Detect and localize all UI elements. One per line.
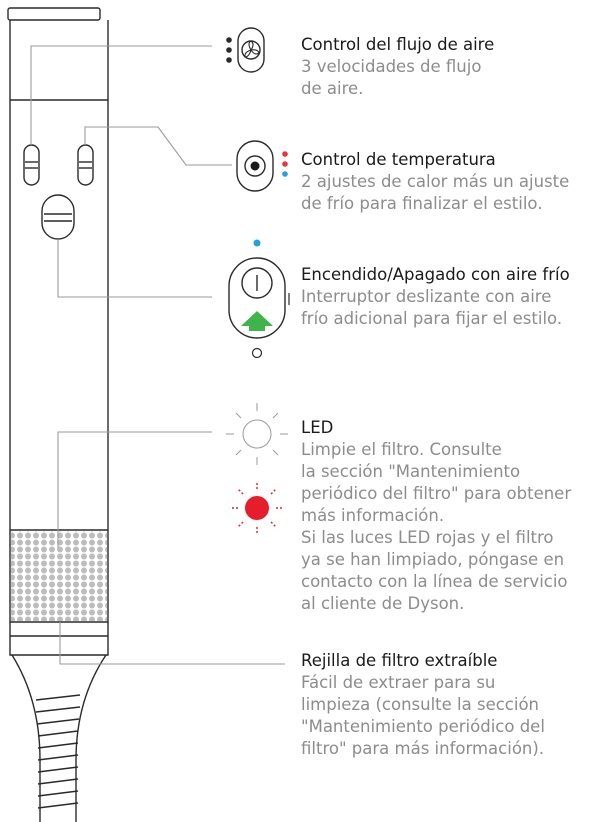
leader-temperature [84, 126, 232, 166]
desc-line: Fácil de extraer para su [301, 673, 496, 692]
desc-line: frío adicional para fijar el estilo. [301, 309, 563, 328]
feature-temperature-title: Control de temperatura [301, 150, 496, 169]
feature-airflow-desc: 3 velocidades de flujo de aire. [301, 56, 612, 100]
leader-airflow [30, 45, 212, 145]
airflow-control-icon [226, 27, 265, 73]
filter-grille [11, 531, 107, 621]
temperature-slider[interactable] [77, 144, 94, 186]
temperature-control-icon [236, 140, 288, 192]
cable-strain-relief [11, 654, 107, 822]
feature-led: LED Limpie el filtro. Consulte la secció… [301, 417, 612, 615]
heat-dot-1 [282, 151, 288, 157]
desc-line: contacto con la línea de servicio [301, 572, 568, 591]
desc-line: Si las luces LED rojas y el filtro [301, 528, 554, 547]
feature-airflow: Control del flujo de aire 3 velocidades … [301, 34, 612, 100]
airflow-slider[interactable] [23, 144, 40, 186]
leader-led [57, 431, 212, 548]
desc-line: la sección "Mantenimiento [301, 462, 521, 481]
desc-line: "Mantenimiento periódico del [301, 717, 545, 736]
feature-airflow-title: Control del flujo de aire [301, 35, 495, 54]
speed-dot-1 [226, 37, 232, 43]
desc-line: filtro" para más información). [301, 739, 545, 758]
power-slider[interactable] [41, 194, 75, 240]
feature-filter: Rejilla de filtro extraíble Fácil de ext… [301, 650, 612, 760]
desc-line: de aire. [301, 79, 364, 98]
led-red-icon [230, 481, 284, 535]
power-cold-shot-icon [228, 239, 290, 359]
handle-outline [9, 20, 109, 656]
desc-line: limpieza (consulte la sección [301, 695, 540, 714]
feature-filter-title: Rejilla de filtro extraíble [301, 651, 498, 670]
desc-line: ya se han limpiado, póngase en [301, 550, 565, 569]
speed-dot-3 [226, 57, 232, 63]
feature-filter-desc: Fácil de extraer para su limpieza (consu… [301, 672, 612, 760]
cold-indicator-dot [253, 239, 261, 247]
desc-line: Limpie el filtro. Consulte [301, 440, 502, 459]
cold-shot-arrow-icon [241, 311, 273, 331]
desc-line: más información. [301, 506, 445, 525]
feature-temperature-desc: 2 ajustes de calor más un ajuste de frío… [301, 171, 612, 215]
feature-power: Encendido/Apagado con aire frío Interrup… [301, 264, 612, 330]
feature-temperature: Control de temperatura 2 ajustes de calo… [301, 149, 612, 215]
desc-line: al cliente de Dyson. [301, 594, 465, 613]
feature-power-desc: Interruptor deslizante con aire frío adi… [301, 286, 612, 330]
speed-dot-2 [226, 47, 232, 53]
heat-dot-2 [282, 161, 288, 167]
hair-tool-handle [7, 7, 109, 656]
handle-controls [23, 144, 94, 240]
leader-power [57, 239, 212, 298]
feature-power-title: Encendido/Apagado con aire frío [301, 265, 570, 284]
feature-led-title: LED [301, 418, 334, 437]
desc-line: de frío para finalizar el estilo. [301, 194, 543, 213]
leader-lines [30, 45, 285, 665]
feature-led-desc: Limpie el filtro. Consulte la sección "M… [301, 439, 612, 615]
desc-line: 3 velocidades de flujo [301, 57, 482, 76]
cold-dot [282, 171, 288, 177]
desc-line: periódico del filtro" para obtener [301, 484, 572, 503]
leader-filter [59, 622, 285, 665]
led-off-icon [226, 403, 288, 465]
handle-top-cap [7, 7, 101, 21]
desc-line: 2 ajustes de calor más un ajuste [301, 172, 570, 191]
desc-line: Interruptor deslizante con aire [301, 287, 552, 306]
off-indicator-dot [251, 347, 263, 359]
